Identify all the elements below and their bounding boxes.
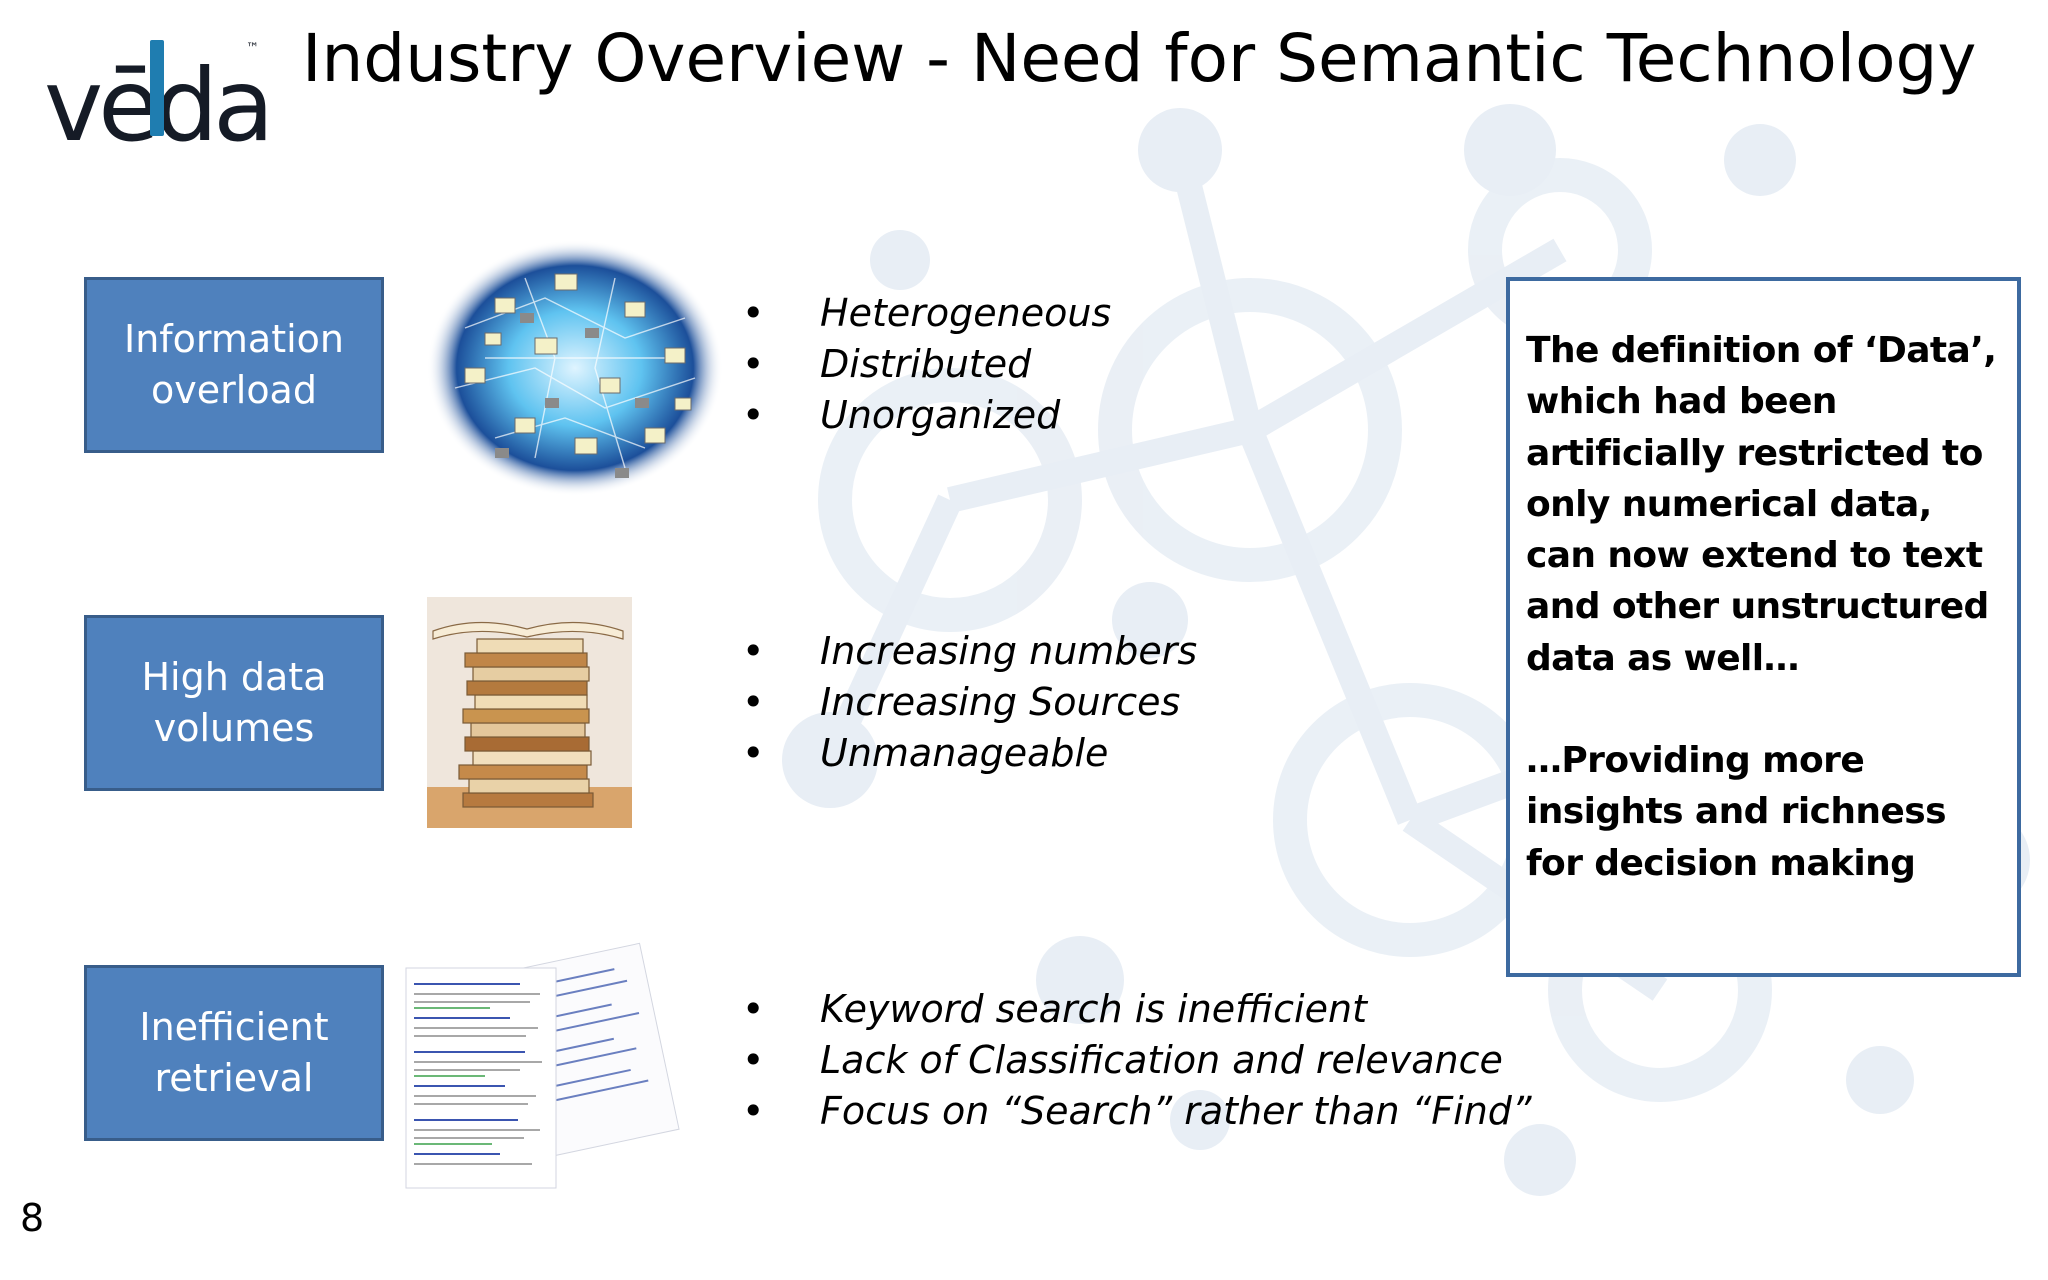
bullet-list-inefficient-retrieval: Keyword search is inefficient Lack of Cl…	[738, 984, 1532, 1137]
slide-title: Industry Overview - Need for Semantic Te…	[302, 20, 1977, 97]
category-label-line: retrieval	[154, 1056, 314, 1100]
category-box-inefficient-retrieval: Inefficient retrieval	[84, 965, 384, 1141]
bullet-item: Distributed	[738, 339, 1111, 390]
bullet-item: Keyword search is inefficient	[738, 984, 1532, 1035]
bullet-item: Focus on “Search” rather than “Find”	[738, 1086, 1532, 1137]
bullet-item: Heterogeneous	[738, 288, 1111, 339]
veda-logo: vēda ™	[40, 34, 280, 164]
bullet-item: Increasing numbers	[738, 626, 1197, 677]
quote-paragraph-insights: …Providing more insights and richness fo…	[1526, 740, 1947, 884]
bullet-item: Increasing Sources	[738, 677, 1197, 728]
page-number: 8	[20, 1196, 45, 1240]
bullet-list-high-data-volumes: Increasing numbers Increasing Sources Un…	[738, 626, 1197, 779]
logo-accent-bar	[150, 40, 164, 136]
globe-network-icon	[425, 238, 725, 500]
category-box-information-overload: Information overload	[84, 277, 384, 453]
category-label-line: High data	[141, 655, 327, 699]
category-label-line: Inefficient	[139, 1005, 329, 1049]
quote-box: The definition of ‘Data’, which had been…	[1506, 277, 2021, 977]
category-label-line: overload	[151, 368, 317, 412]
bullet-item: Lack of Classification and relevance	[738, 1035, 1532, 1086]
category-label-line: Information	[124, 317, 344, 361]
category-label-line: volumes	[153, 706, 315, 750]
bullet-list-information-overload: Heterogeneous Distributed Unorganized	[738, 288, 1111, 441]
logo-trademark: ™	[246, 41, 259, 56]
book-stack-icon	[427, 597, 632, 828]
bullet-item: Unmanageable	[738, 728, 1197, 779]
search-results-pages-icon	[400, 928, 685, 1200]
category-box-high-data-volumes: High data volumes	[84, 615, 384, 791]
quote-paragraph-definition: The definition of ‘Data’, which had been…	[1526, 330, 1997, 679]
bullet-item: Unorganized	[738, 390, 1111, 441]
